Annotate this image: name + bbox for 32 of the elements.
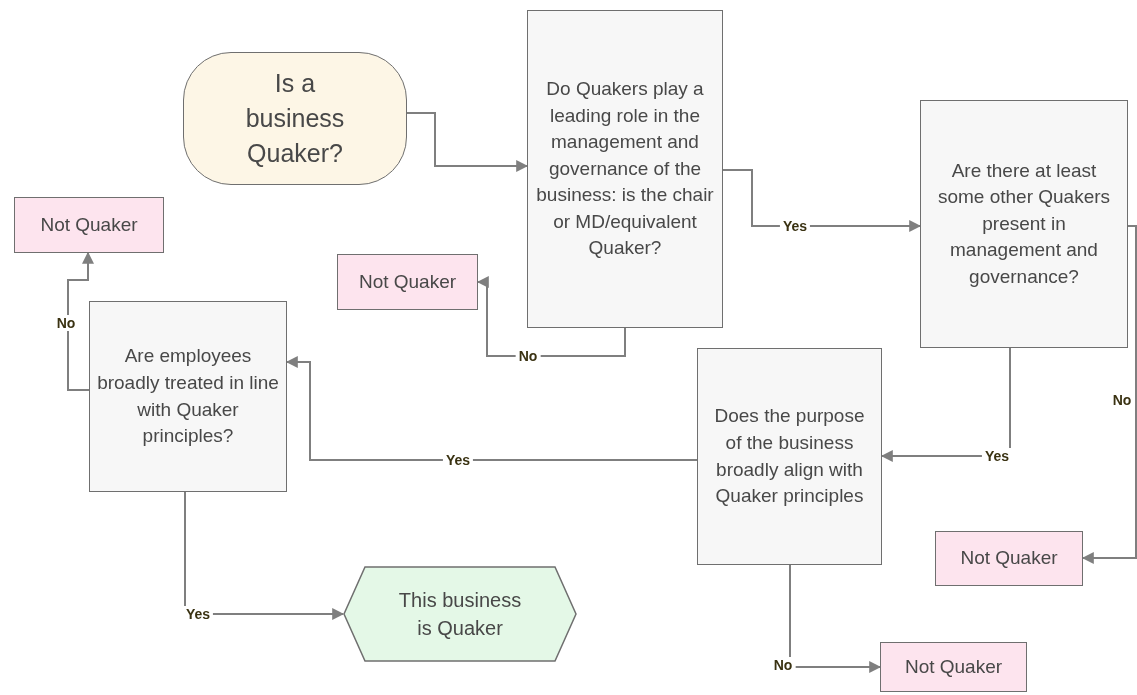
edge-label: Yes xyxy=(779,218,811,234)
outcome-box xyxy=(14,197,164,253)
node-text: Not Quaker xyxy=(904,654,1003,679)
outcome-box xyxy=(337,254,478,310)
decision-box xyxy=(527,10,723,328)
node-text: Are there at least some other Quakers present in management and governance? xyxy=(936,158,1112,289)
edge-label: Yes xyxy=(981,448,1013,464)
node-text: Not Quaker xyxy=(40,212,138,237)
edge-label: Yes xyxy=(442,452,474,468)
decision-box xyxy=(920,100,1128,348)
decision-box xyxy=(89,301,287,492)
connector-arrow xyxy=(406,112,529,172)
connector-arrow xyxy=(1081,225,1137,564)
connector-arrow xyxy=(67,251,94,391)
edge-label: No xyxy=(515,348,541,364)
node-text: Do Quakers play a leading role in the management and governance of the business: is the chair or MD/equivalent Quaker? xyxy=(536,76,714,261)
connector-arrow xyxy=(722,169,922,232)
edge-label: Yes xyxy=(182,606,214,622)
outcome-box xyxy=(935,531,1083,586)
decision-box xyxy=(697,348,882,565)
node-text: Are employees broadly treated in line with Quaker principles? xyxy=(96,344,280,449)
connector-arrow xyxy=(476,276,626,357)
start-terminal xyxy=(183,52,407,185)
node-text: Not Quaker xyxy=(358,269,457,294)
outcome-box xyxy=(880,642,1027,692)
node-text: This business is Quaker xyxy=(397,588,523,641)
result-hexagon xyxy=(343,566,577,662)
connector-arrow xyxy=(285,356,698,461)
connector-arrow xyxy=(789,564,882,673)
node-text: Not Quaker xyxy=(960,546,1058,571)
node-text: Is a business Quaker? xyxy=(244,68,346,169)
node-text: Does the purpose of the business broadly align with Quaker principles xyxy=(713,404,866,509)
